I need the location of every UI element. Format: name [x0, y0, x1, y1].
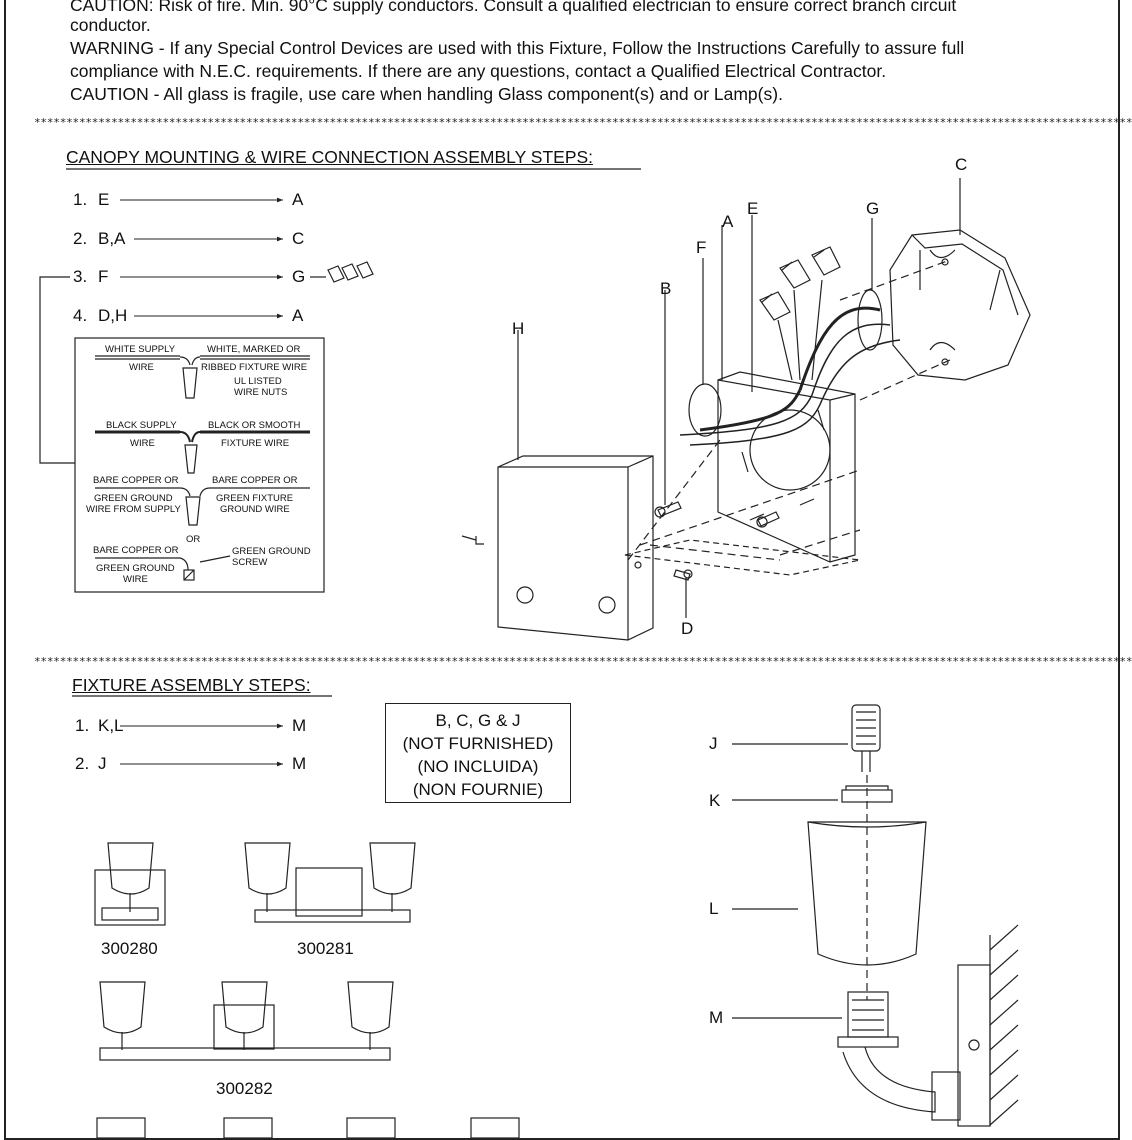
step-number: 2. — [75, 754, 90, 773]
wiring-label: GREEN GROUND — [232, 546, 311, 557]
step-parts: J — [98, 754, 107, 773]
wiring-label: WIRE — [130, 438, 155, 449]
wiring-label: GROUND WIRE — [220, 504, 290, 515]
wire-nuts-icon — [310, 261, 374, 283]
outlet-box-c — [889, 178, 1031, 381]
warning-line: compliance with N.E.C. requirements. If … — [70, 61, 887, 81]
wiring-label: BARE COPPER OR — [93, 475, 179, 486]
wiring-label: WIRE — [123, 574, 148, 585]
warning-line: conductor. — [70, 15, 151, 35]
divider: ****************************************… — [34, 116, 1132, 129]
wiring-label: BARE COPPER OR — [93, 545, 179, 556]
label-j: J — [709, 734, 718, 753]
model-number: 300280 — [101, 939, 158, 958]
warning-line: CAUTION - All glass is fragile, use care… — [70, 84, 783, 104]
supply-wires — [679, 218, 901, 446]
canopy-section-title: CANOPY MOUNTING & WIRE CONNECTION ASSEMB… — [66, 147, 594, 167]
label-l: L — [709, 899, 719, 918]
step-arrows — [120, 197, 283, 767]
warning-line: WARNING - If any Special Control Devices… — [70, 38, 965, 58]
bulb-j — [732, 704, 881, 772]
step-target: C — [292, 229, 305, 248]
model-number: 300281 — [297, 939, 354, 958]
step-parts: E — [98, 190, 110, 209]
not-furnished-box: B, C, G & J (NOT FURNISHED) (NO INCLUIDA… — [385, 703, 571, 803]
wiring-label: WIRE — [129, 362, 154, 373]
step-target: A — [292, 190, 304, 209]
wiring-label: GREEN GROUND — [96, 563, 175, 574]
wiring-label: RIBBED FIXTURE WIRE — [201, 362, 308, 373]
wiring-label: WHITE, MARKED OR — [207, 344, 301, 355]
label-m: M — [709, 1008, 724, 1027]
label-e: E — [747, 199, 759, 218]
wiring-label: GREEN FIXTURE — [216, 493, 294, 504]
wiring-label: UL LISTED — [234, 376, 282, 387]
wiring-label: BLACK OR SMOOTH — [208, 420, 301, 431]
page-frame — [4, 0, 1120, 1140]
wiring-label: FIXTURE WIRE — [221, 438, 290, 449]
fixture-section-title: FIXTURE ASSEMBLY STEPS: — [72, 675, 311, 695]
step-target: G — [292, 267, 306, 286]
label-d: D — [681, 619, 694, 638]
step-target: M — [292, 754, 307, 773]
step-parts: K,L — [98, 716, 124, 735]
step-target: M — [292, 716, 307, 735]
wiring-label: GREEN GROUND — [94, 493, 173, 504]
fixture-300282 — [99, 981, 394, 1061]
label-h: H — [512, 319, 525, 338]
screw-plane — [624, 539, 861, 576]
warning-line: CAUTION: Risk of fire. Min. 90°C supply … — [70, 0, 957, 15]
canopy-plate-h — [461, 330, 654, 641]
fixture-300281 — [244, 842, 416, 923]
model-number: 300282 — [216, 1079, 273, 1098]
step-number: 1. — [73, 190, 88, 209]
divider: ****************************************… — [34, 655, 1132, 668]
step-number: 4. — [73, 306, 88, 325]
screw-b — [654, 290, 682, 518]
wiring-lines — [95, 355, 310, 581]
label-a: A — [722, 212, 734, 231]
step-parts: B,A — [98, 229, 126, 248]
wiring-label: WHITE SUPPLY — [105, 344, 176, 355]
wiring-label: WIRE FROM SUPPLY — [86, 504, 181, 515]
glass-shade-l — [732, 821, 927, 966]
wire-nuts-icon — [759, 246, 841, 381]
not-furnished-line: B, C, G & J — [435, 711, 521, 730]
screw-icon — [461, 535, 484, 545]
wiring-label: BARE COPPER OR — [212, 475, 298, 486]
label-c: C — [955, 155, 968, 174]
wiring-label: BLACK SUPPLY — [106, 420, 177, 431]
wiring-label: WIRE NUTS — [234, 387, 288, 398]
fixture-next-row — [96, 1117, 520, 1139]
wall-hatch — [989, 924, 1019, 1126]
label-b: B — [660, 279, 672, 298]
not-furnished-line: (NOT FURNISHED) — [402, 734, 554, 753]
screw-e — [756, 511, 780, 528]
wiring-label: OR — [186, 534, 201, 545]
step-parts: D,H — [98, 306, 128, 325]
label-g: G — [866, 199, 880, 218]
fixture-300280 — [94, 842, 166, 926]
socket-arm-m — [732, 964, 991, 1127]
step-target: A — [292, 306, 304, 325]
step-number: 2. — [73, 229, 88, 248]
assembly-axis — [627, 259, 951, 561]
mounting-strap — [717, 215, 856, 563]
not-furnished-line: (NO INCLUIDA) — [417, 757, 539, 776]
step-number: 3. — [73, 267, 88, 286]
label-k: K — [709, 791, 721, 810]
label-f: F — [696, 238, 707, 257]
wiring-label: SCREW — [232, 557, 268, 568]
not-furnished-line: (NON FOURNIE) — [412, 780, 544, 799]
wiring-box-frame — [74, 337, 325, 593]
screw-d — [634, 561, 693, 618]
step-parts: F — [98, 267, 109, 286]
step-number: 1. — [75, 716, 90, 735]
socket-ring-k — [732, 785, 893, 803]
step3-bracket — [39, 276, 75, 464]
